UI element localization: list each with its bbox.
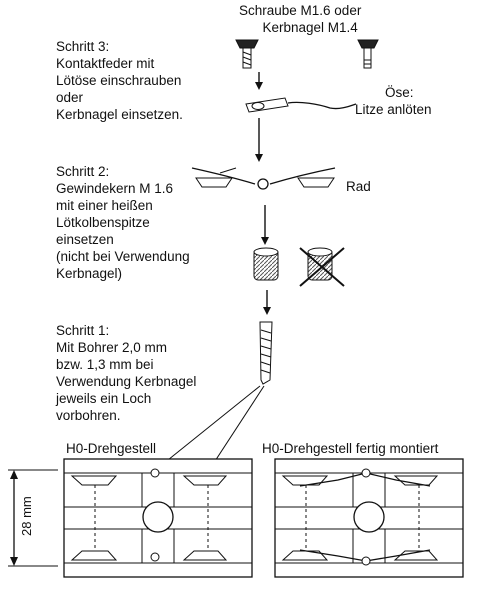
- bogie-right-title: H0-Drehgestell fertig montiert: [262, 441, 439, 456]
- step2-line: Lötkolbenspitze: [56, 215, 150, 230]
- step2-line: (nicht bei Verwendung: [56, 249, 190, 264]
- eyelet-label: Öse: Litze anlöten: [355, 84, 432, 118]
- step3-line: oder: [56, 90, 84, 105]
- notched-nail-icon: [357, 39, 379, 69]
- step3-line: Kontaktfeder mit: [56, 56, 155, 71]
- step1-line: bzw. 1,3 mm bei: [56, 357, 154, 372]
- bogie-left: [63, 458, 253, 578]
- step2-line: mit einer heißen: [56, 198, 153, 213]
- screw-label: Schraube M1.6 oder Kerbnagel M1.4: [239, 2, 361, 36]
- step1-line: vorbohren.: [56, 408, 121, 423]
- wheel-spring-assembly: [191, 167, 336, 190]
- step1-line: Mit Bohrer 2,0 mm: [56, 340, 168, 355]
- thread-core-icon: [253, 247, 279, 281]
- step3-text: Schritt 3: Kontaktfeder mit Lötöse einsc…: [56, 38, 183, 123]
- contact-spring-eyelet: [245, 97, 357, 113]
- eyelet-label-line1: Öse:: [385, 85, 414, 100]
- step2-line: Gewindekern M 1.6: [56, 181, 174, 196]
- thread-core-crossed-icon: [299, 247, 345, 287]
- step1-line: Schritt 1:: [56, 323, 110, 338]
- step3-line: Lötöse einschrauben: [56, 73, 182, 88]
- screw-icon: [235, 39, 259, 69]
- step2-line: Kerbnagel): [56, 266, 123, 281]
- step1-line: jeweils ein Loch: [56, 391, 152, 406]
- step2-line: einsetzen: [56, 232, 114, 247]
- step3-line: Schritt 3:: [56, 39, 110, 54]
- bogie-right-assembled: [274, 458, 464, 578]
- step1-text: Schritt 1: Mit Bohrer 2,0 mm bzw. 1,3 mm…: [56, 322, 196, 424]
- step2-text: Schritt 2: Gewindekern M 1.6 mit einer h…: [56, 163, 190, 282]
- step3-line: Kerbnagel einsetzen.: [56, 107, 183, 122]
- screw-label-line1: Schraube M1.6 oder: [239, 3, 362, 18]
- step1-line: Verwendung Kerbnagel: [56, 374, 197, 389]
- dimension-28mm: [8, 469, 58, 567]
- bogie-left-title: H0-Drehgestell: [66, 441, 157, 456]
- step2-line: Schritt 2:: [56, 164, 110, 179]
- drill-bit-icon: [259, 321, 273, 385]
- dimension-label: 28 mm: [19, 496, 34, 536]
- wheel-label: Rad: [346, 179, 371, 194]
- screw-label-line2: Kerbnagel M1.4: [262, 20, 358, 35]
- eyelet-label-line2: Litze anlöten: [355, 102, 432, 117]
- arrow-drill-to-hole-top: [156, 385, 261, 470]
